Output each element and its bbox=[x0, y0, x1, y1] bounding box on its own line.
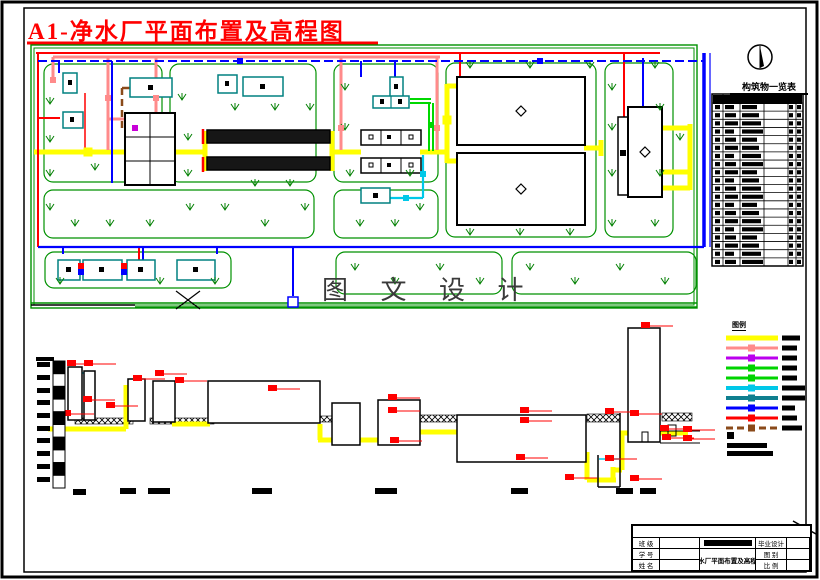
title-block-cell: 姓 名 bbox=[633, 560, 660, 571]
legend-item bbox=[724, 383, 810, 393]
title-block-cell: 班 级 bbox=[633, 538, 660, 549]
legend-item bbox=[724, 393, 810, 403]
drawing-title: A1-净水厂平面布置及高程图 bbox=[28, 19, 345, 44]
title-block-cell: 图 别 bbox=[756, 549, 787, 560]
title-block-cell bbox=[660, 538, 700, 549]
title-block-cell: 学 号 bbox=[633, 549, 660, 560]
legend-item bbox=[724, 413, 810, 423]
legend-items bbox=[724, 333, 810, 433]
legend-item bbox=[724, 333, 810, 343]
title-block-cell: 比 例 bbox=[756, 560, 787, 571]
legend-item bbox=[724, 403, 810, 413]
legend-item bbox=[724, 373, 810, 383]
structures-table-title: 构筑物一览表 bbox=[730, 80, 808, 95]
legend-item bbox=[724, 343, 810, 353]
compass-icon bbox=[747, 44, 773, 70]
title-block-cell: 净水厂平面布置及高程图 bbox=[700, 549, 756, 571]
title-block-cell bbox=[660, 560, 700, 571]
title-block-top-strip bbox=[633, 526, 810, 538]
title-block-cell: 毕业设计 bbox=[756, 538, 787, 549]
title-block-cell bbox=[787, 560, 810, 571]
title-block-cell bbox=[787, 549, 810, 560]
legend-title: 图例 bbox=[732, 322, 746, 331]
legend-item bbox=[724, 363, 810, 373]
grass-symbols bbox=[45, 61, 685, 285]
title-block-cell bbox=[660, 549, 700, 560]
title-block-cell bbox=[700, 538, 756, 549]
right-panel-layer bbox=[711, 44, 804, 456]
legend: 图例 bbox=[724, 314, 810, 433]
legend-item bbox=[724, 423, 810, 433]
plan-layer bbox=[30, 44, 711, 310]
legend-item bbox=[724, 353, 810, 363]
watermark-text: 图 文 设 计 bbox=[322, 276, 537, 305]
elevation-layer bbox=[36, 322, 715, 495]
title-block-cell bbox=[787, 538, 810, 549]
